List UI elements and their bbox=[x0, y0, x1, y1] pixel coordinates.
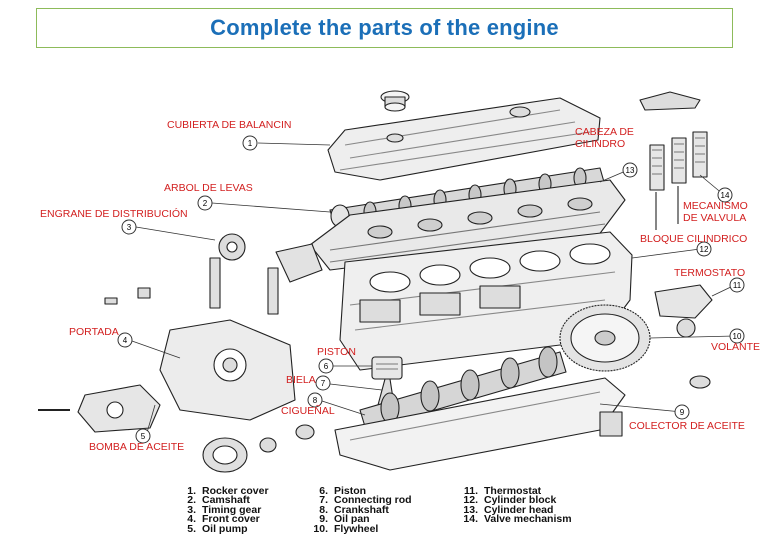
label-portada: PORTADA bbox=[69, 326, 119, 338]
callout-1: 1 bbox=[242, 135, 258, 151]
label-engrane-de-distribucion: ENGRANE DE DISTRIBUCIÓN bbox=[40, 208, 188, 220]
callout-3: 3 bbox=[121, 219, 137, 235]
legend-item: 11.Thermostat bbox=[463, 485, 542, 497]
callout-6: 6 bbox=[318, 358, 334, 374]
svg-text:8: 8 bbox=[313, 396, 318, 405]
legend-item: 12.Cylinder block bbox=[463, 494, 557, 507]
legend-item: 4.Front cover bbox=[187, 513, 260, 526]
timing-gear-part bbox=[209, 233, 323, 315]
legend-item: 8.Crankshaft bbox=[319, 503, 389, 516]
leader-lines bbox=[131, 142, 736, 437]
label-mecanismo-de-valvula-line2: DE VALVULA bbox=[683, 212, 747, 224]
label-arbol-de-levas: ARBOL DE LEVAS bbox=[164, 182, 253, 194]
callout-10: 10 bbox=[729, 328, 745, 344]
label-bomba-de-aceite: BOMBA DE ACEITE bbox=[89, 441, 185, 453]
label-termostato: TERMOSTATO bbox=[674, 267, 746, 279]
legend-item: 5.Oil pump bbox=[187, 522, 248, 535]
callout-12: 12 bbox=[696, 241, 712, 257]
callout-2: 2 bbox=[197, 195, 213, 211]
label-colector-de-aceite: COLECTOR DE ACEITE bbox=[629, 420, 745, 432]
svg-text:2: 2 bbox=[203, 199, 208, 208]
crankshaft-part bbox=[359, 346, 567, 431]
callout-9: 9 bbox=[674, 404, 690, 420]
svg-text:6: 6 bbox=[324, 362, 329, 371]
legend-item: 7.Connecting rod bbox=[319, 494, 412, 507]
legend-item: 14.Valve mechanism bbox=[463, 513, 572, 526]
label-cubierta-de-balancin: CUBIERTA DE BALANCIN bbox=[167, 119, 292, 131]
callout-13: 13 bbox=[622, 162, 638, 178]
callout-5: 5 bbox=[135, 428, 151, 444]
svg-text:5: 5 bbox=[141, 432, 146, 441]
legend-item: 1.Rocker cover bbox=[187, 485, 269, 497]
thermostat-part bbox=[654, 284, 713, 338]
oil-filler-cap bbox=[380, 90, 410, 112]
svg-text:4: 4 bbox=[123, 336, 128, 345]
flywheel-part bbox=[559, 304, 651, 372]
svg-text:10: 10 bbox=[733, 332, 742, 341]
legend-item: 3.Timing gear bbox=[187, 503, 262, 516]
svg-text:12: 12 bbox=[700, 245, 709, 254]
legend-item: 10.Flywheel bbox=[313, 522, 379, 535]
legend-column-1: 1.Rocker cover 2.Camshaft 3.Timing gear … bbox=[176, 485, 269, 535]
legend-item: 13.Cylinder head bbox=[463, 503, 554, 516]
label-bloque-cilindrico: BLOQUE CILINDRICO bbox=[640, 233, 748, 245]
label-cabeza-de-cilindro-line1: CABEZA DE bbox=[575, 126, 634, 138]
front-cover-part bbox=[159, 319, 296, 421]
label-ciguenal: CIGUEÑAL bbox=[281, 405, 335, 417]
crank-pulley-part bbox=[202, 424, 315, 473]
callout-8: 8 bbox=[307, 392, 323, 408]
svg-text:3: 3 bbox=[127, 223, 132, 232]
small-parts bbox=[104, 287, 711, 437]
callout-4: 4 bbox=[117, 332, 133, 348]
page-title: Complete the parts of the engine bbox=[210, 15, 559, 40]
legend-item: 2.Camshaft bbox=[187, 494, 250, 507]
svg-text:1: 1 bbox=[248, 139, 253, 148]
svg-text:13: 13 bbox=[626, 166, 635, 175]
legend-item: 9.Oil pan bbox=[319, 513, 370, 526]
oil-pump-part bbox=[38, 384, 161, 433]
callouts: 1 2 3 4 5 6 7 8 9 10 11 12 13 14 bbox=[117, 135, 745, 444]
label-mecanismo-de-valvula-line1: MECANISMO bbox=[683, 200, 748, 212]
svg-text:14: 14 bbox=[721, 191, 730, 200]
valve-mechanism-part bbox=[639, 91, 708, 230]
rocker-cover-part bbox=[327, 97, 601, 181]
label-cabeza-de-cilindro-line2: CILINDRO bbox=[575, 138, 626, 150]
legend-column-3: 11.Thermostat 12.Cylinder block 13.Cylin… bbox=[458, 485, 572, 526]
label-volante: VOLANTE bbox=[711, 341, 761, 353]
callout-11: 11 bbox=[729, 277, 745, 293]
svg-text:7: 7 bbox=[321, 379, 326, 388]
cylinder-block-part bbox=[339, 231, 633, 371]
label-biela: BIELA bbox=[286, 374, 316, 386]
label-piston: PISTON bbox=[317, 346, 356, 358]
legend-item: 6.Piston bbox=[319, 485, 367, 497]
legend-column-2: 6.Piston 7.Connecting rod 8.Crankshaft 9… bbox=[308, 485, 412, 535]
callout-14: 14 bbox=[717, 187, 733, 203]
cylinder-head-part bbox=[309, 179, 626, 271]
svg-text:9: 9 bbox=[680, 408, 685, 417]
callout-7: 7 bbox=[315, 375, 331, 391]
title-banner: Complete the parts of the engine bbox=[36, 8, 733, 48]
svg-text:11: 11 bbox=[733, 281, 742, 290]
